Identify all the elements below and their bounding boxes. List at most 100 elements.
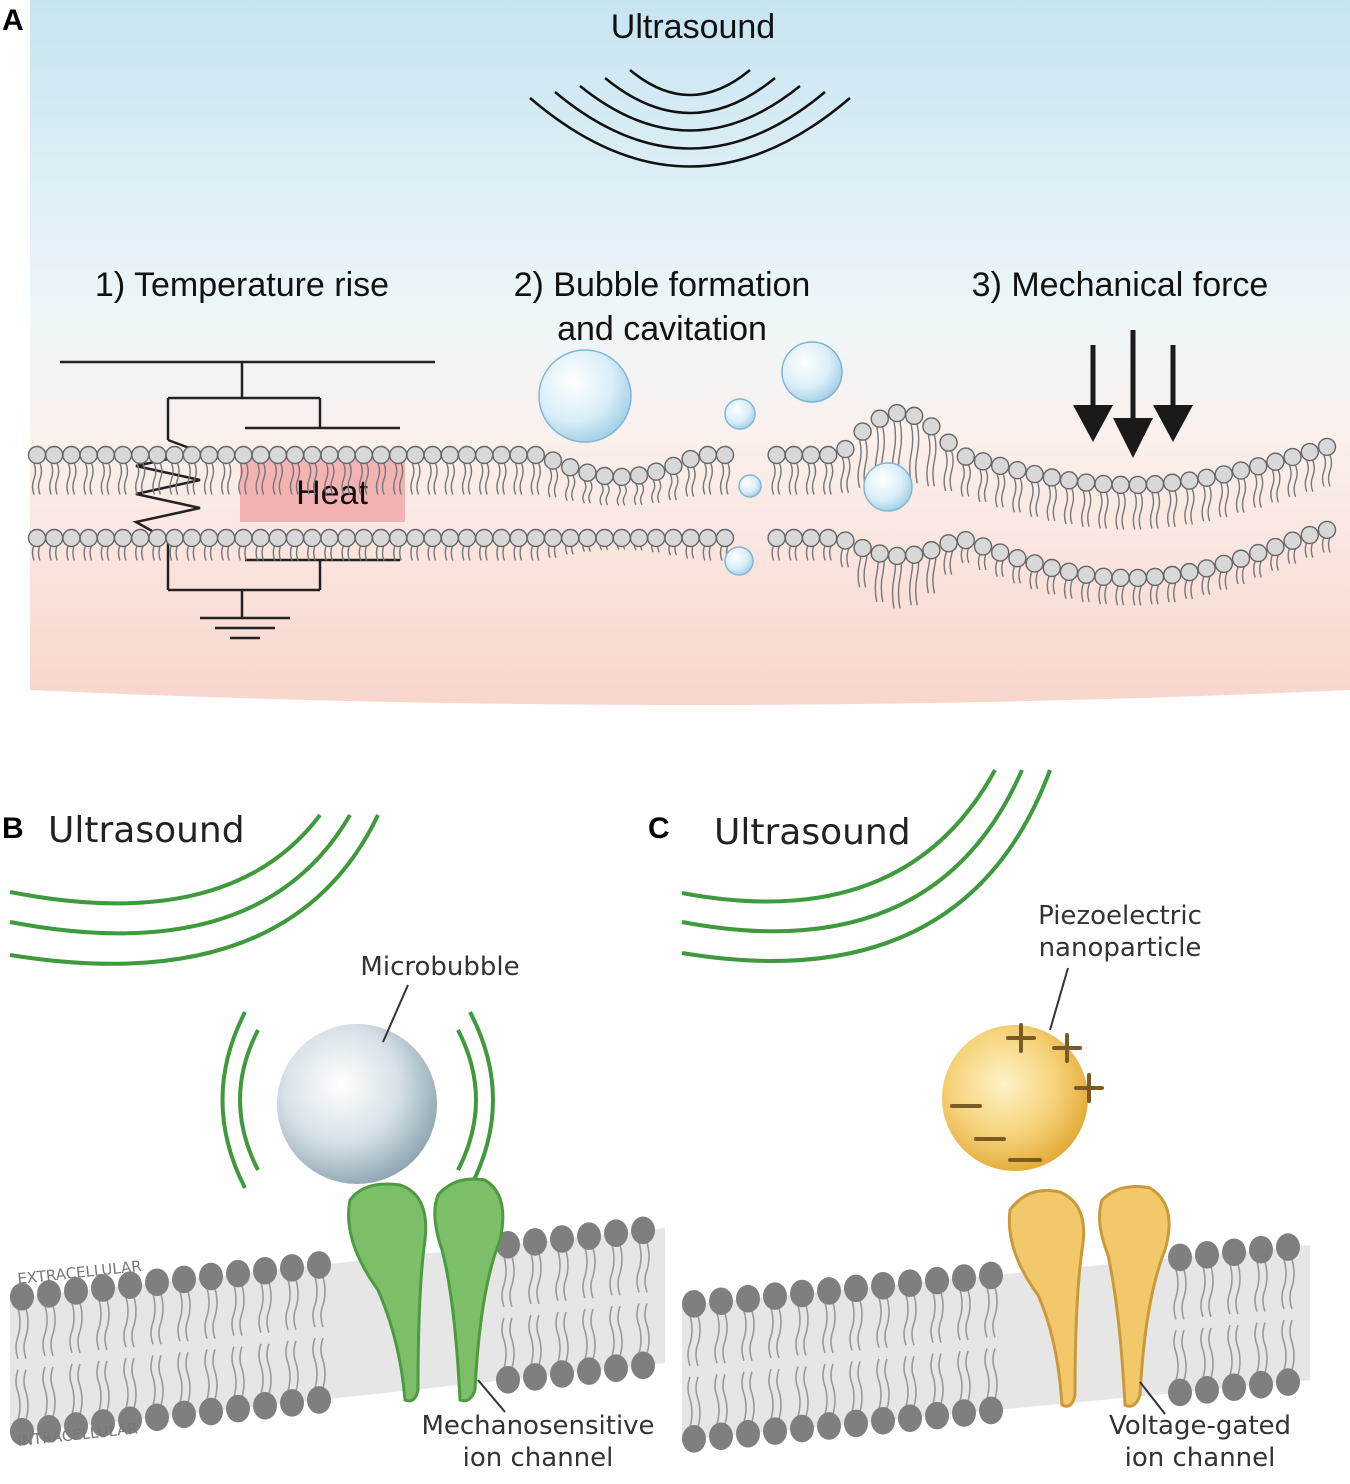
lipid-tail (467, 463, 473, 495)
lipid-head (1076, 473, 1096, 492)
lipid-head (767, 528, 786, 548)
lipid-tail (96, 1360, 102, 1412)
lipid-head (253, 1391, 277, 1420)
lipid-tail (1208, 1266, 1214, 1318)
lipid-tail (857, 439, 862, 488)
lipid-tail (528, 1253, 534, 1305)
lipid-head (440, 445, 459, 465)
lipid-head (337, 528, 356, 548)
lipid-tail (876, 1297, 882, 1349)
lipid-tail (509, 1256, 515, 1308)
mechanism-2-label-line2: and cavitation (557, 310, 767, 348)
lipid-tail (930, 1353, 936, 1404)
lipid-head (647, 528, 666, 548)
lipid-tail (1218, 482, 1223, 518)
lipid-tail (563, 1311, 569, 1363)
lipid-head (307, 1251, 331, 1279)
lipid-head (27, 445, 47, 465)
lipid-tail (227, 463, 232, 495)
lipid-head (664, 528, 683, 548)
lipid-tail (1200, 1266, 1206, 1318)
lipid-head (991, 456, 1010, 476)
lipid-head (801, 445, 821, 465)
lipid-head (595, 466, 614, 486)
lipid-tail (131, 1357, 137, 1409)
lipid-head (898, 1269, 922, 1298)
panel-c: C Ultrasound Piezoelectric nanoparticle … (648, 769, 1310, 1473)
lipid-tail (714, 1374, 720, 1425)
lipid-tail (1035, 482, 1040, 517)
lipid-tail (857, 1361, 863, 1412)
lipid-head (763, 1417, 787, 1445)
lipid-tail (1304, 460, 1309, 492)
lipid-tail (1281, 1319, 1287, 1371)
lipid-tail (849, 1300, 855, 1351)
lipid-head (10, 1282, 34, 1311)
lipid-tail (1293, 465, 1298, 498)
lipid-tail (983, 469, 989, 503)
lipid-head (905, 545, 924, 564)
lipid-head (991, 543, 1010, 562)
lipid-tail (822, 1302, 828, 1354)
lipid-tail (433, 463, 438, 495)
lipid-head (523, 1363, 547, 1391)
lipid-tail (1310, 460, 1315, 492)
lipid-tail (185, 1291, 191, 1342)
lipid-tail (312, 1276, 318, 1328)
mechanism-3-label: 3) Mechanical force (972, 266, 1269, 304)
lipid-head (91, 1409, 115, 1437)
lipid-head (578, 528, 597, 548)
lipid-head (979, 1261, 1003, 1290)
lipid-tail (285, 1279, 291, 1331)
lipid-tail (749, 1310, 755, 1361)
channel-b-pointer (477, 1379, 506, 1413)
lipid-head (280, 1254, 304, 1282)
lipid-tail (364, 463, 369, 495)
lipid-head (113, 528, 133, 548)
lipid-head (492, 445, 511, 465)
lipid-head (604, 1219, 628, 1248)
lipid-head (819, 445, 838, 465)
lipid-tail (685, 467, 690, 497)
lipid-tail (23, 1369, 29, 1420)
lipid-tail (320, 1276, 326, 1328)
lipid-tail (1259, 474, 1264, 508)
lipid-tail (231, 1285, 237, 1336)
lipid-head (922, 417, 941, 436)
mechanical-force-arrows (1073, 330, 1193, 458)
lipid-head (550, 1225, 574, 1253)
lipid-tail (571, 475, 576, 501)
lipid-tail (324, 463, 329, 495)
lipid-tail (911, 1295, 917, 1346)
lipid-head (1076, 565, 1096, 584)
lipid-tail (410, 463, 415, 495)
lipid-tail (768, 1307, 774, 1359)
lipid-head (543, 451, 563, 470)
lipid-head (337, 445, 356, 465)
lipid-head (1008, 460, 1027, 480)
lipid-head (578, 463, 597, 482)
lipid-tail (375, 463, 381, 495)
lipid-tail (501, 1317, 507, 1368)
lipid-head (1195, 1376, 1219, 1404)
lipid-tail (15, 1369, 21, 1420)
lipid-head (939, 433, 958, 452)
lipid-head (1276, 1368, 1300, 1396)
lipid-head (1222, 1238, 1246, 1267)
nanoparticle-label-line2: nanoparticle (1039, 933, 1202, 963)
microbubble-label: Microbubble (360, 952, 519, 982)
lipid-head (199, 1262, 223, 1291)
lipid-tail (563, 1250, 569, 1302)
lipid-tail (822, 1363, 828, 1415)
microbubble-vibration-lines (220, 1011, 495, 1189)
lipid-tail (1029, 482, 1034, 517)
lipid-tail (536, 1314, 542, 1366)
lipid-head (285, 445, 305, 465)
lipid-head (836, 531, 855, 550)
lipid-tail (622, 485, 627, 506)
lipid-tail (657, 479, 662, 504)
lipid-head (853, 538, 872, 558)
lipid-tail (932, 434, 937, 487)
lipid-head (925, 1266, 949, 1295)
lipid-head (37, 1280, 61, 1308)
